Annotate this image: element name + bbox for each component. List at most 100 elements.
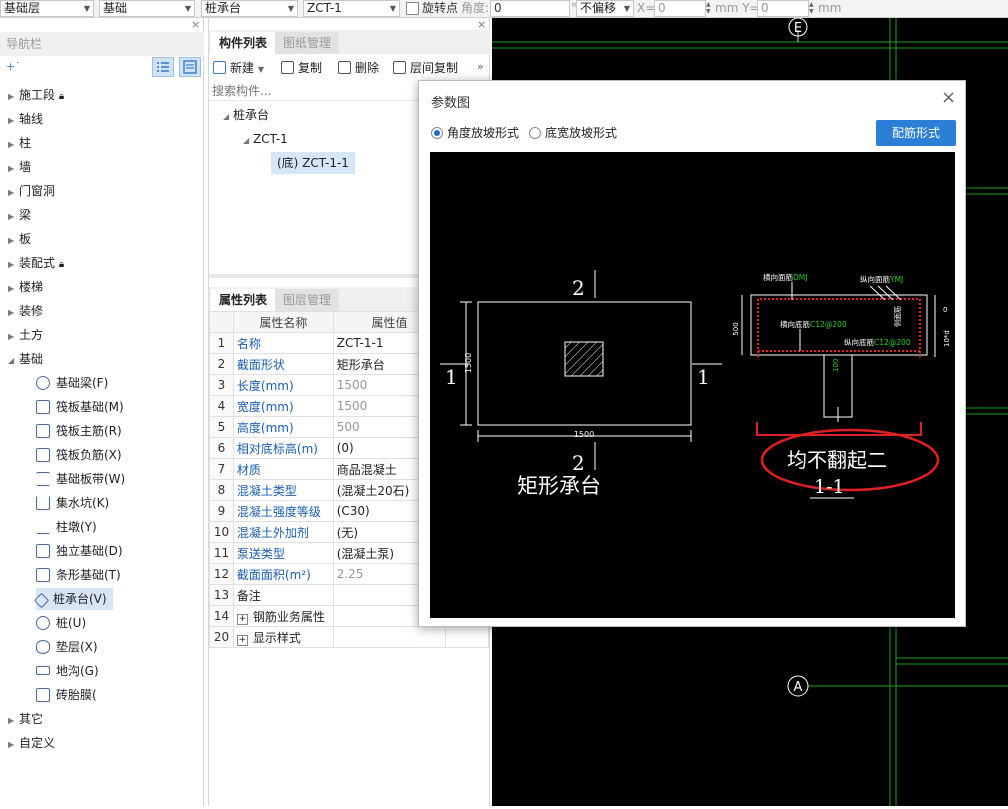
nav-item-axis[interactable]: ▶轴线	[8, 109, 43, 129]
row-value[interactable]: 矩形承台	[332, 353, 447, 375]
y-input[interactable]: 0	[757, 0, 809, 17]
tab-layer-management[interactable]: 图层管理	[275, 289, 340, 311]
expand-icon[interactable]: +	[236, 613, 248, 625]
sub-item-cushion-layer[interactable]: 垫层(X)	[36, 636, 104, 658]
y-spinner-icon[interactable]: ▲▼	[809, 1, 814, 15]
new-button-label: 新建	[230, 61, 255, 75]
tab-drawing-management[interactable]: 图纸管理	[275, 32, 340, 54]
nav-item-wall[interactable]: ▶墙	[8, 157, 31, 177]
row-value[interactable]: (混凝土20石)	[332, 479, 447, 501]
sub-item-raft-negative-rebar[interactable]: 筏板负筋(X)	[36, 444, 128, 466]
row-name-label: 钢筋业务属性	[252, 609, 325, 624]
nav-item-other[interactable]: ▶其它	[8, 709, 43, 729]
row-value[interactable]: ZCT-1-1	[332, 332, 447, 354]
detail-view-icon[interactable]	[179, 57, 201, 77]
tree-node-zct1[interactable]: ◢ ZCT-1	[243, 128, 288, 150]
nav-item-label: 施工段	[19, 88, 56, 102]
nav-item-beam[interactable]: ▶梁	[8, 205, 31, 225]
chevron-right-icon: ▶	[8, 140, 15, 149]
sparkle-icon[interactable]: +˙	[6, 60, 21, 73]
nav-item-foundation[interactable]: ◢基础	[8, 349, 43, 369]
expand-icon[interactable]: +	[236, 634, 248, 646]
sub-item-pile-cap[interactable]: 桩承台(V)	[33, 588, 113, 610]
tab-property-list[interactable]: 属性列表	[211, 289, 276, 311]
angle-input[interactable]: 0	[490, 0, 570, 17]
tree-node-zct1-1[interactable]: (底) ZCT-1-1	[271, 152, 355, 174]
sub-item-label: 筏板负筋(X)	[56, 448, 122, 462]
tab-component-list[interactable]: 构件列表	[211, 32, 276, 54]
chevron-right-icon: ▶	[8, 188, 15, 197]
nav-item-prefab[interactable]: ▶装配式 🔒︎	[8, 253, 64, 273]
section-label-1-left: 1	[445, 365, 458, 389]
y-label: mm Y=	[715, 1, 760, 15]
isolated-footing-icon	[36, 544, 50, 558]
chevron-down-icon: ▼	[83, 4, 90, 13]
sub-item-isolated-footing[interactable]: 独立基础(D)	[36, 540, 129, 562]
brick-mold-icon	[36, 688, 50, 702]
row-name[interactable]: + 钢筋业务属性	[232, 605, 334, 627]
chevron-right-icon: ▶	[8, 164, 15, 173]
copy-button[interactable]: 复制	[281, 57, 322, 79]
nav-item-earthwork[interactable]: ▶土方	[8, 325, 43, 345]
more-icon[interactable]: »	[477, 60, 484, 73]
sub-item-strip-footing[interactable]: 条形基础(T)	[36, 564, 127, 586]
nav-item-custom[interactable]: ▶自定义	[8, 733, 55, 753]
sub-item-foundation-strip[interactable]: 基础板带(W)	[36, 468, 131, 490]
sub-item-raft-foundation[interactable]: 筏板基础(M)	[36, 396, 130, 418]
nav-item-slab[interactable]: ▶板	[8, 229, 31, 249]
component-type-select[interactable]: 桩承台▼	[201, 0, 298, 17]
list-view-icon[interactable]	[152, 57, 174, 77]
chevron-down-icon: ◢	[223, 112, 230, 121]
parameter-diagram: 2 2 1 1 1500 1500 矩形承台 500	[430, 152, 955, 618]
row-name: 截面面积(m²)	[232, 563, 334, 585]
sub-item-column-pier[interactable]: 柱墩(Y)	[36, 516, 103, 538]
nav-item-stair[interactable]: ▶楼梯	[8, 277, 43, 297]
nav-title: 导航栏	[0, 32, 204, 56]
close-icon[interactable]: ×	[477, 18, 487, 31]
row-index: 7	[209, 458, 234, 480]
splitter[interactable]	[209, 274, 491, 278]
sub-item-pile[interactable]: 桩(U)	[36, 612, 92, 634]
nav-item-door-window[interactable]: ▶门窗洞	[8, 181, 55, 201]
rotate-checkbox[interactable]	[406, 2, 419, 15]
sub-item-brick-mold[interactable]: 砖胎膜(	[36, 684, 103, 706]
new-button[interactable]: 新建 ▼	[213, 57, 264, 79]
close-icon[interactable]: ×	[941, 87, 957, 108]
nav-item-construction-section[interactable]: ▶施工段 🔒︎	[8, 85, 64, 105]
sub-item-trench[interactable]: 地沟(G)	[36, 660, 105, 682]
row-value[interactable]: (0)	[332, 437, 447, 459]
nav-item-decoration[interactable]: ▶装修	[8, 301, 43, 321]
row-name: 备注	[232, 584, 334, 606]
component-select[interactable]: ZCT-1▼	[303, 0, 400, 17]
close-icon[interactable]: ×	[191, 18, 201, 31]
x-input[interactable]: 0	[654, 0, 706, 17]
pile-cap-diagram: 2 2 1 1 1500 1500 矩形承台 500	[440, 270, 951, 499]
sub-item-sump-pit[interactable]: 集水坑(K)	[36, 492, 115, 514]
floor-copy-button[interactable]: 层间复制	[393, 57, 458, 79]
chevron-down-icon: ▼	[184, 4, 191, 13]
x-spinner-icon[interactable]: ▲▼	[706, 1, 711, 15]
nav-item-label: 装配式	[19, 256, 56, 270]
sub-item-foundation-beam[interactable]: 基础梁(F)	[33, 372, 114, 394]
row-index: 10	[209, 521, 234, 543]
rebar-form-button[interactable]: 配筋形式	[876, 120, 956, 146]
delete-button[interactable]: 删除	[338, 57, 379, 79]
component-search-input[interactable]	[209, 81, 419, 101]
nav-item-column[interactable]: ▶柱	[8, 133, 31, 153]
row-name: 材质	[232, 458, 334, 480]
annotation-ellipse	[760, 428, 940, 492]
offset-select[interactable]: 不偏移▼	[576, 0, 634, 17]
category-select[interactable]: 基础▼	[99, 0, 195, 17]
tree-node-pile-cap[interactable]: ◢ 桩承台	[223, 104, 269, 126]
section-label-1-right: 1	[697, 365, 710, 389]
table-row[interactable]: 20+显示样式	[209, 626, 489, 648]
row-name[interactable]: +显示样式	[232, 626, 334, 648]
radio-angle-slope[interactable]: 角度放坡形式	[431, 124, 519, 141]
section-dim-depth: 500	[732, 322, 740, 335]
radio-width-slope[interactable]: 底宽放坡形式	[529, 124, 617, 141]
sub-item-label: 筏板主筋(R)	[56, 424, 122, 438]
floor-select[interactable]: 基础层▼	[0, 0, 94, 17]
sub-item-raft-main-rebar[interactable]: 筏板主筋(R)	[36, 420, 128, 442]
